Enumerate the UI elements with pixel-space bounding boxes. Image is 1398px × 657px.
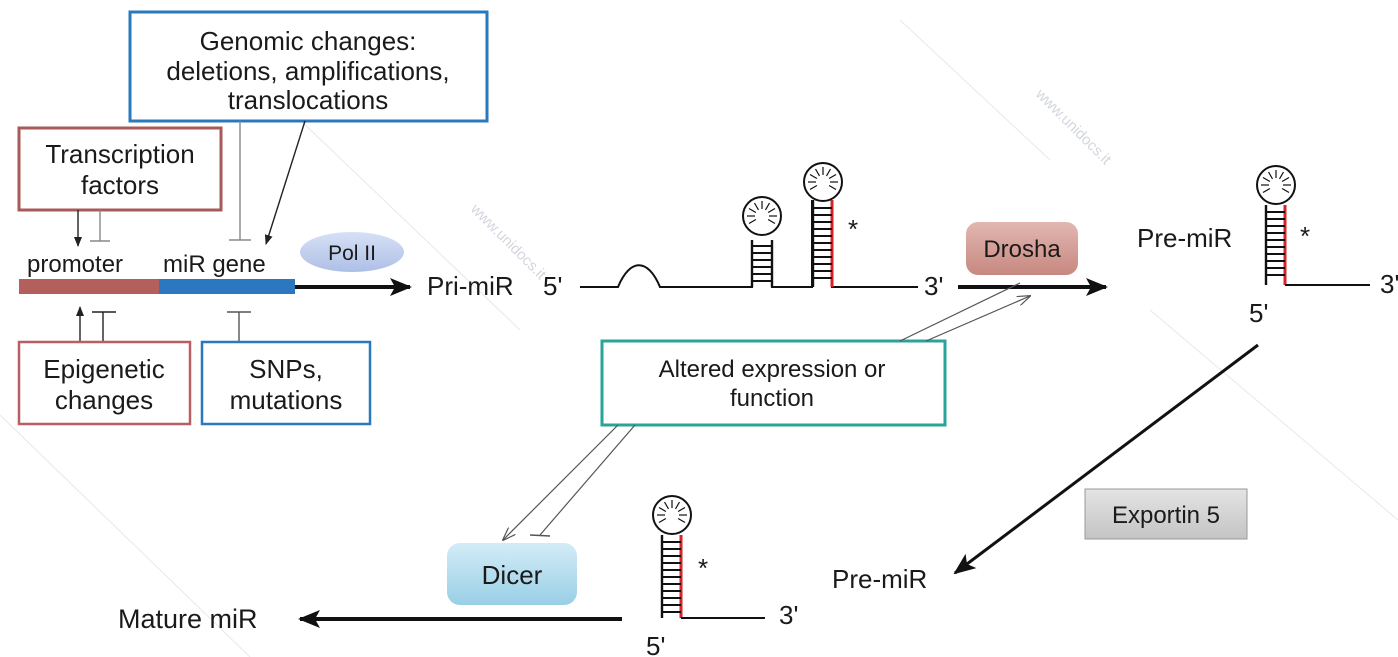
pre-mir-nuclear-star: * [1300, 221, 1310, 251]
altered-line-2: function [730, 385, 814, 412]
pri-mir-hairpin-1 [742, 196, 782, 287]
dicer-inhibition-bar [529, 534, 551, 537]
snps-mutations-box [200, 340, 372, 426]
pre-mir-cytoplasm-star: * [698, 553, 708, 583]
promoter-segment [19, 279, 159, 294]
pri-mir-3prime: 3' [924, 271, 943, 301]
altered-to-drosha-inhibition [899, 282, 1021, 342]
exportin-5-label: Exportin 5 [1112, 502, 1220, 529]
snps-line-2: mutations [230, 385, 343, 415]
transcription-line-2: factors [81, 170, 159, 200]
watermark-layer [0, 19, 1398, 657]
drosha-label: Drosha [983, 236, 1061, 263]
genomic-changes-box [128, 10, 489, 123]
genomic-line-3: translocations [228, 85, 388, 115]
genomic-line-2: deletions, amplifications, [166, 56, 449, 86]
watermark-text-2: www.unidocs.it [1031, 85, 1114, 168]
pre-mir-cytoplasm-3prime: 3' [779, 600, 798, 630]
pri-mir-label: Pri-miR [427, 271, 514, 301]
altered-to-drosha-arrow [925, 296, 1030, 342]
epigenetic-changes-box [17, 340, 192, 426]
epigenetic-line-2: changes [55, 385, 153, 415]
epigenetic-line-1: Epigenetic [43, 354, 164, 384]
mature-mir-label: Mature miR [118, 604, 258, 634]
snps-line-1: SNPs, [249, 354, 323, 384]
pre-mir-nuclear-hairpin [1256, 165, 1370, 286]
exportin-5-box [1084, 488, 1248, 540]
pol-ii-enzyme [300, 232, 404, 272]
transcription-factors-box [17, 126, 223, 212]
dicer-label: Dicer [482, 560, 543, 590]
genomic-line-1: Genomic changes: [200, 26, 417, 56]
pol-ii-label: Pol II [328, 242, 376, 265]
pre-mir-nuclear-5prime: 5' [1249, 298, 1268, 328]
export-arrow [953, 343, 1259, 575]
pri-mir-star: * [848, 214, 858, 244]
pre-mir-cytoplasm-hairpin [652, 495, 765, 619]
altered-to-dicer-inhibition [539, 424, 636, 536]
drosha-enzyme [966, 222, 1078, 275]
mir-gene-segment [159, 279, 295, 294]
pre-mir-nuclear-label: Pre-miR [1137, 223, 1232, 253]
pri-mir-5prime: 5' [543, 271, 562, 301]
promoter-label: promoter [27, 251, 123, 278]
mir-gene-label: miR gene [163, 251, 266, 278]
altered-line-1: Altered expression or [659, 356, 886, 383]
pre-mir-nuclear-3prime: 3' [1380, 269, 1398, 299]
altered-expression-box [600, 339, 947, 427]
dicer-enzyme [447, 543, 577, 605]
transcription-line-1: Transcription [45, 139, 194, 169]
pre-mir-cytoplasm-5prime: 5' [646, 631, 665, 657]
pre-mir-cytoplasm-label: Pre-miR [832, 564, 927, 594]
pri-mir-hairpin-2 [803, 162, 843, 287]
altered-to-dicer-arrow [503, 424, 619, 540]
genomic-activation-arrow [264, 120, 306, 245]
